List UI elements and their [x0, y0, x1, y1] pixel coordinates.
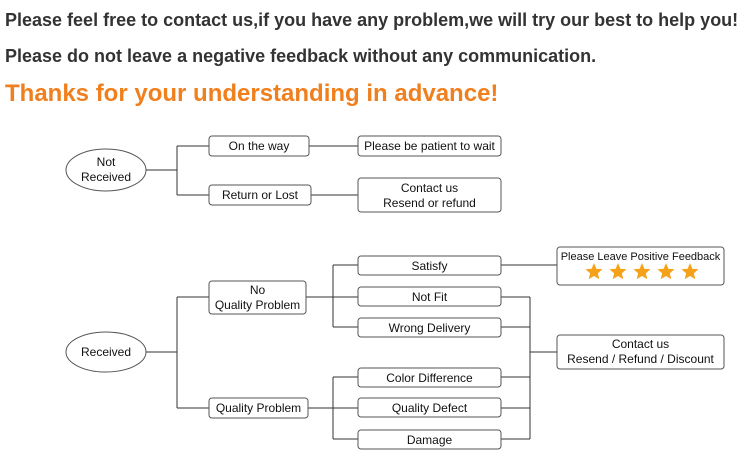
node-not-received-label-2: Received: [81, 170, 131, 184]
node-contact-label-1: Contact us: [401, 181, 458, 195]
node-quality-problem-label: Quality Problem: [216, 401, 301, 415]
node-positive-feedback: Please Leave Positive Feedback: [556, 246, 725, 286]
node-positive-feedback-label: Please Leave Positive Feedback: [561, 251, 721, 263]
node-satisfy: Satisfy: [357, 255, 502, 276]
connectors-received: [146, 264, 557, 440]
node-not-received: Not Received: [65, 148, 147, 192]
header-line-1: Please feel free to contact us,if you ha…: [5, 10, 739, 30]
node-color-difference-label: Color Difference: [386, 371, 473, 385]
node-contact-discount: Contact us Resend / Refund / Discount: [556, 334, 725, 370]
node-quality-defect-label: Quality Defect: [392, 401, 468, 415]
node-color-difference: Color Difference: [357, 367, 502, 388]
node-contact-discount-label-2: Resend / Refund / Discount: [567, 352, 714, 366]
node-contact-label-2: Resend or refund: [383, 196, 476, 210]
star-icon: [657, 263, 675, 280]
node-wait-label: Please be patient to wait: [364, 139, 495, 153]
node-contact-resend-refund: Contact us Resend or refund: [357, 177, 502, 213]
node-return-lost: Return or Lost: [208, 184, 312, 206]
node-received-label: Received: [81, 345, 131, 359]
node-wrong-delivery: Wrong Delivery: [357, 317, 502, 338]
node-no-quality-label-2: Quality Problem: [215, 298, 300, 312]
node-not-fit-label: Not Fit: [412, 290, 448, 304]
node-no-quality-label-1: No: [250, 283, 266, 297]
node-no-quality-problem: No Quality Problem: [208, 280, 307, 315]
node-received: Received: [65, 331, 147, 373]
star-icon: [609, 263, 627, 280]
node-quality-defect: Quality Defect: [357, 397, 502, 418]
node-contact-discount-label-1: Contact us: [612, 337, 669, 351]
node-quality-problem: Quality Problem: [208, 397, 309, 419]
node-on-the-way: On the way: [208, 135, 310, 157]
node-not-fit: Not Fit: [357, 286, 502, 307]
node-satisfy-label: Satisfy: [411, 259, 447, 273]
node-damage: Damage: [357, 429, 502, 450]
node-wait: Please be patient to wait: [357, 135, 502, 157]
star-icon: [681, 263, 699, 280]
node-damage-label: Damage: [407, 433, 453, 447]
header-thanks: Thanks for your understanding in advance…: [5, 80, 499, 107]
node-return-lost-label: Return or Lost: [222, 188, 299, 202]
star-icon: [585, 263, 603, 280]
header-line-2: Please do not leave a negative feedback …: [5, 46, 597, 66]
connectors-not-received: [146, 145, 358, 196]
rating-stars: [585, 263, 699, 280]
node-on-the-way-label: On the way: [229, 139, 290, 153]
node-wrong-delivery-label: Wrong Delivery: [389, 321, 471, 335]
node-not-received-label-1: Not: [97, 155, 116, 169]
star-icon: [633, 263, 651, 280]
